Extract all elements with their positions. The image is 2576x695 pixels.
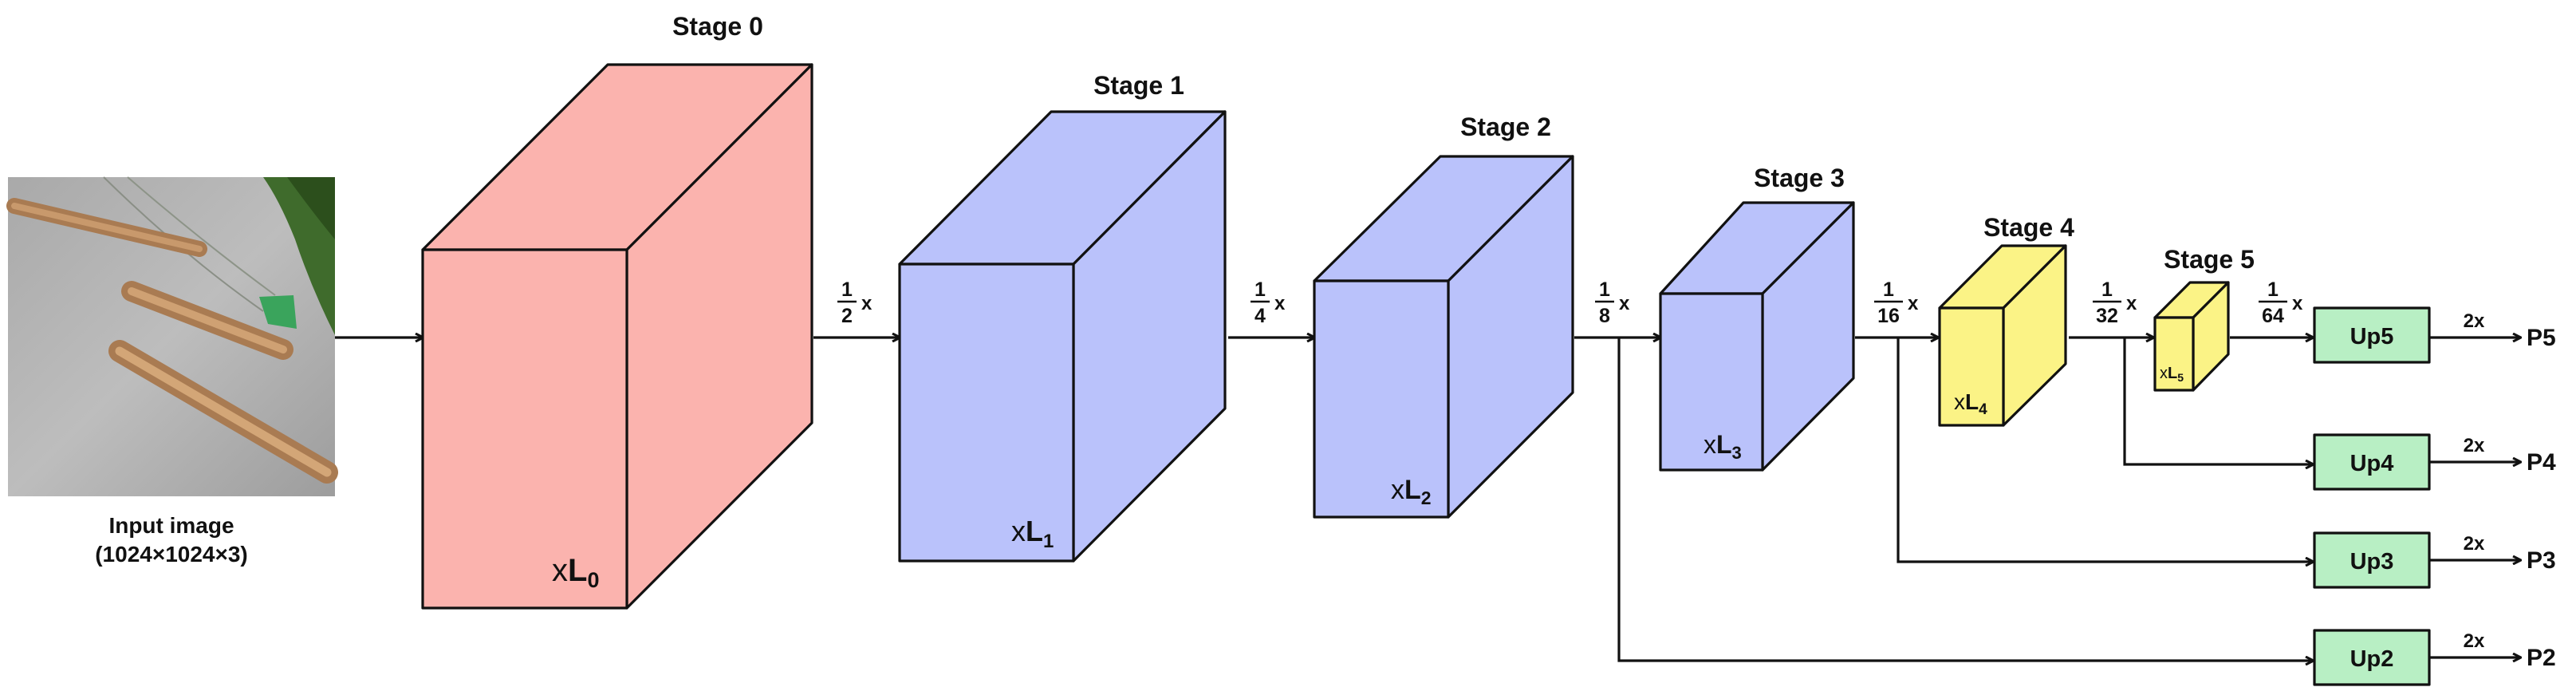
input-image-caption: Input image <box>108 513 234 538</box>
svg-text:Up5: Up5 <box>2350 324 2394 349</box>
stage-3-label: Stage 3 <box>1754 164 1845 192</box>
stage-0-block <box>423 65 812 608</box>
svg-text:1: 1 <box>1883 278 1894 301</box>
stage-1-label: Stage 1 <box>1093 71 1184 100</box>
svg-text:1: 1 <box>841 278 853 301</box>
svg-text:64: 64 <box>2262 305 2284 327</box>
scale-eighth: 1 8 x <box>1595 278 1630 327</box>
stage-1-block <box>900 112 1225 561</box>
stage-4-label: Stage 4 <box>1983 213 2074 242</box>
svg-text:1: 1 <box>2267 278 2279 301</box>
stage-2-label: Stage 2 <box>1460 113 1551 141</box>
svg-text:2x: 2x <box>2464 533 2485 555</box>
stage-5-label: Stage 5 <box>2164 245 2255 274</box>
svg-text:Up3: Up3 <box>2350 549 2394 575</box>
svg-text:P5: P5 <box>2527 325 2556 351</box>
svg-text:1: 1 <box>1255 278 1266 301</box>
svg-text:x: x <box>1274 293 1286 314</box>
svg-text:Up2: Up2 <box>2350 646 2394 672</box>
svg-text:32: 32 <box>2096 305 2118 327</box>
head-up3: Up3 2x P3 <box>2314 533 2556 587</box>
svg-text:2x: 2x <box>2464 310 2485 332</box>
svg-text:x: x <box>1619 293 1630 314</box>
stage-3-block <box>1660 203 1853 470</box>
svg-text:2x: 2x <box>2464 435 2485 456</box>
svg-text:1: 1 <box>1599 278 1610 301</box>
input-image <box>8 177 335 496</box>
svg-text:1: 1 <box>2101 278 2113 301</box>
scale-thirty-second: 1 32 x <box>2093 278 2137 327</box>
svg-text:Up4: Up4 <box>2350 451 2394 476</box>
svg-text:4: 4 <box>1255 305 1266 327</box>
svg-text:x: x <box>861 293 872 314</box>
head-up5: Up5 2x P5 <box>2314 308 2556 362</box>
head-up2: Up2 2x P2 <box>2314 630 2556 685</box>
svg-text:16: 16 <box>1877 305 1900 327</box>
svg-text:P2: P2 <box>2527 645 2556 671</box>
stage-2-block <box>1314 156 1573 517</box>
svg-text:2x: 2x <box>2464 630 2485 652</box>
svg-text:8: 8 <box>1599 305 1610 327</box>
svg-text:P3: P3 <box>2527 547 2556 574</box>
svg-text:P4: P4 <box>2527 449 2556 476</box>
svg-text:x: x <box>2292 293 2303 314</box>
scale-sixteenth: 1 16 x <box>1874 278 1919 327</box>
stage-0-label: Stage 0 <box>672 12 763 41</box>
input-image-size: (1024×1024×3) <box>95 542 248 567</box>
head-up4: Up4 2x P4 <box>2314 435 2556 489</box>
scale-half: 1 2 x <box>837 278 872 327</box>
scale-quarter: 1 4 x <box>1251 278 1286 327</box>
svg-text:2: 2 <box>841 305 853 327</box>
svg-text:x: x <box>1908 293 1919 314</box>
scale-sixty-fourth: 1 64 x <box>2259 278 2303 327</box>
svg-text:x: x <box>2126 293 2137 314</box>
